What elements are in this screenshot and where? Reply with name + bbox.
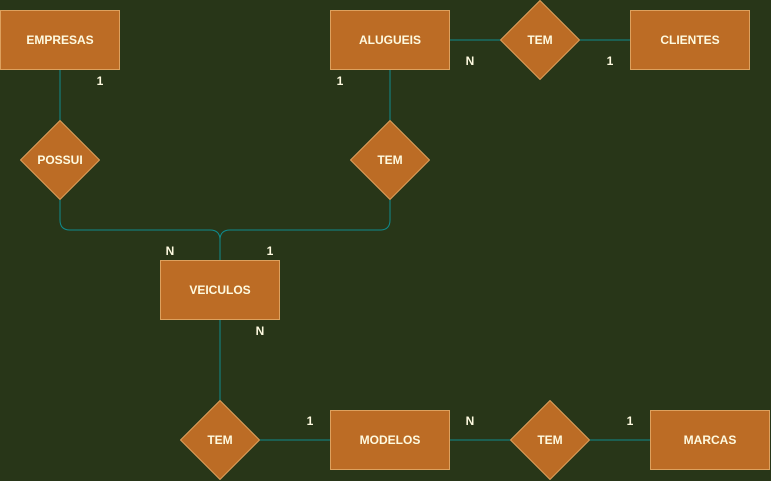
diamond-shape [500,0,580,80]
entity-veiculos[interactable]: VEICULOS [160,260,280,320]
cardinality-modelos-left: 1 [306,414,314,428]
cardinality-marcas: 1 [626,414,634,428]
entity-empresas[interactable]: EMPRESAS [0,10,120,70]
diamond-shape [510,400,590,480]
entity-modelos[interactable]: MODELOS [330,410,450,470]
diamond-shape [350,120,430,200]
relationship-veiculos-modelos[interactable]: TEM [180,400,260,480]
relationship-modelos-marcas[interactable]: TEM [510,400,590,480]
cardinality-clientes: 1 [606,54,614,68]
diamond-shape [180,400,260,480]
relationship-alugueis-clientes[interactable]: TEM [500,0,580,80]
cardinality-alugueis-left: 1 [336,74,344,88]
entity-marcas[interactable]: MARCAS [650,410,770,470]
diamond-shape [20,120,100,200]
cardinality-alugueis-right: N [465,54,475,68]
relationship-empresas-veiculos[interactable]: POSSUI [20,120,100,200]
cardinality-modelos-right: N [465,414,475,428]
line-tem2-veiculos [219,200,391,241]
relationship-label: POSSUI [37,153,83,167]
cardinality-empresas: 1 [96,74,104,88]
relationship-label: TEM [537,433,563,447]
cardinality-veiculos-bottom: N [255,324,265,338]
relationship-alugueis-veiculos[interactable]: TEM [350,120,430,200]
entity-alugueis[interactable]: ALUGUEIS [330,10,450,70]
relationship-label: TEM [207,433,233,447]
line-possui-veiculos [59,200,221,260]
cardinality-veiculos-right: 1 [266,244,274,258]
relationship-label: TEM [527,33,553,47]
cardinality-veiculos-left: N [165,244,175,258]
entity-clientes[interactable]: CLIENTES [630,10,750,70]
relationship-label: TEM [377,153,403,167]
